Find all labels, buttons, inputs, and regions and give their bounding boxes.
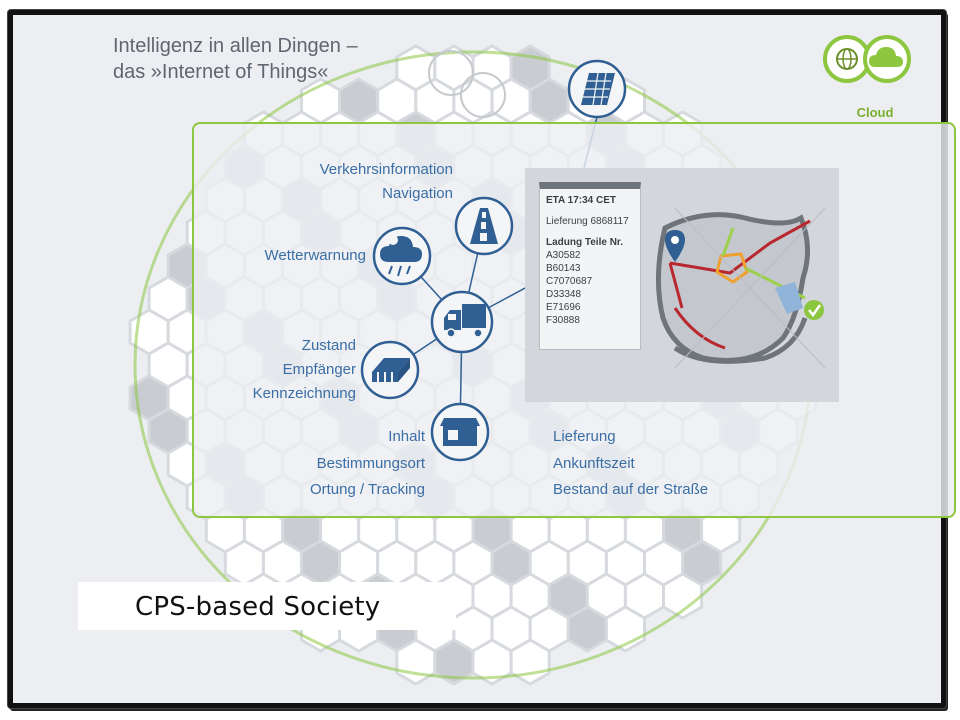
package-label-2: Bestimmungsort: [316, 454, 425, 472]
caption-text: CPS-based Society: [135, 592, 381, 622]
traffic-label-2: Navigation: [382, 185, 453, 202]
part-number: E71696: [546, 302, 581, 313]
part-number: D33348: [546, 289, 582, 300]
map-label-2: Ankunftszeit: [553, 454, 635, 472]
headline-line-1: Intelligenz in allen Dingen –: [113, 35, 358, 57]
package-label-1: Inhalt: [388, 428, 425, 445]
package-labels: Inhalt Bestimmungsort Ortung / Tracking: [280, 424, 425, 504]
weather-node: [372, 226, 432, 286]
eta-text: ETA 17:34 CET: [546, 195, 617, 206]
cloud-icon: [863, 35, 911, 83]
package-node: [430, 402, 490, 462]
hex-cell: [662, 572, 704, 620]
road-node: [454, 196, 514, 256]
part-number: C7070687: [546, 276, 593, 287]
pallet-labels: Zustand Empfänger Kennzeichnung: [230, 334, 356, 406]
shipment-info-box: ETA 17:34 CET Lieferung 6868117 Ladung T…: [539, 182, 641, 350]
pallet-label-2: Empfänger: [282, 361, 356, 378]
location-pin-icon: [665, 230, 685, 262]
truck-node: [430, 290, 494, 354]
solar-panel-icon: [581, 72, 615, 106]
part-number: A30582: [546, 250, 581, 261]
pallet-icon: [372, 358, 410, 382]
city-map: [656, 207, 826, 369]
pallet-label-3: Kennzeichnung: [252, 385, 356, 402]
package-label-3: Ortung / Tracking: [309, 481, 425, 498]
pallet-label-1: Zustand: [301, 337, 356, 354]
headline-line-2: das »Internet of Things«: [113, 61, 329, 83]
weather-label: Wetterwarnung: [264, 247, 366, 264]
part-number: F30888: [546, 315, 580, 326]
cloud-label: Cloud: [856, 105, 894, 120]
map-label-1: Lieferung: [553, 428, 616, 445]
checkmark-icon: [804, 300, 824, 320]
part-number: B60143: [546, 263, 581, 274]
map-labels: Lieferung Ankunftszeit Bestand auf der S…: [553, 424, 708, 504]
pallet-node: [360, 340, 420, 400]
cargo-title: Ladung Teile Nr.: [546, 237, 624, 248]
rain-cloud-icon: [380, 235, 422, 277]
truck-icon: [444, 304, 486, 338]
delivery-id-text: Lieferung 6868117: [546, 216, 629, 227]
package-icon: [440, 418, 480, 446]
traffic-labels: Verkehrsinformation Navigation: [300, 158, 453, 206]
caption-background: [78, 582, 456, 630]
traffic-label-1: Verkehrsinformation: [319, 161, 453, 178]
cloud-node: [823, 35, 911, 83]
road-icon: [470, 208, 498, 244]
headline: Intelligenz in allen Dingen – das »Inter…: [113, 33, 358, 85]
map-label-3: Bestand auf der Straße: [553, 481, 709, 498]
